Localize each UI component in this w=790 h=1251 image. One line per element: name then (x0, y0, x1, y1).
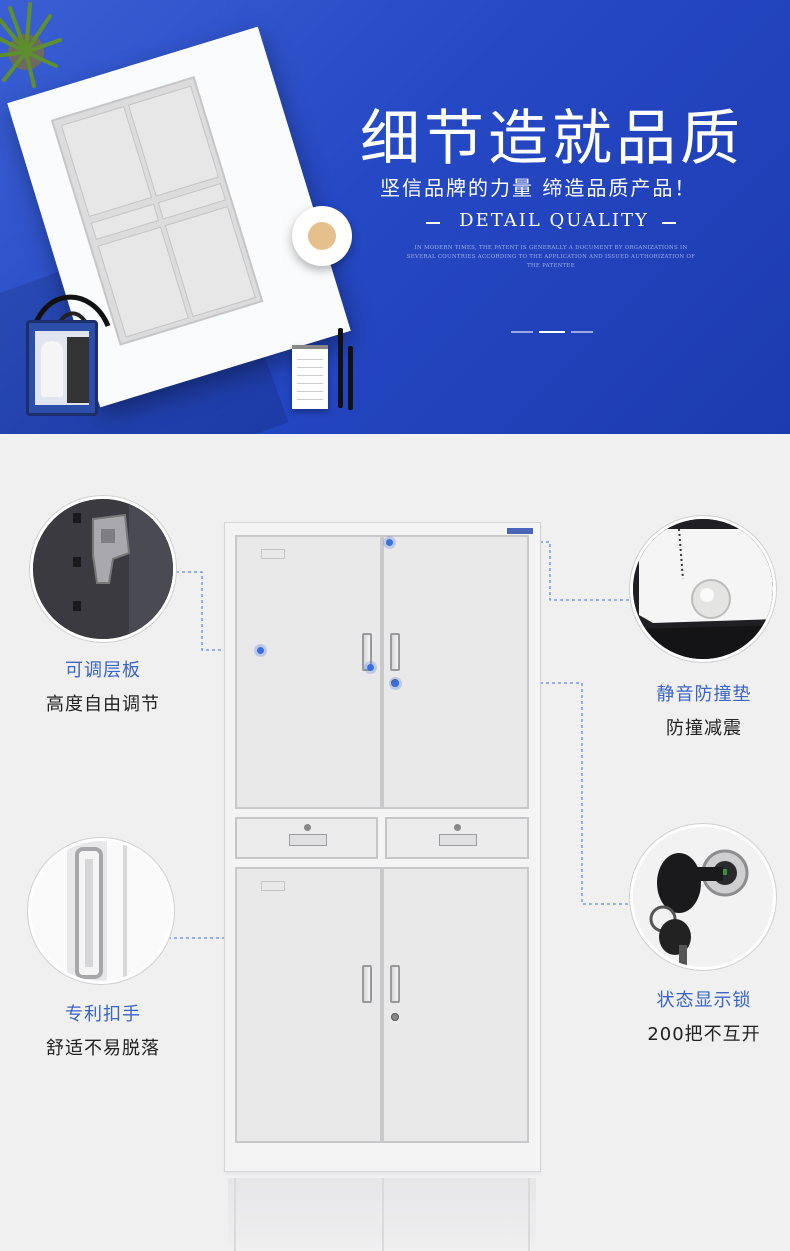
banner-title: 细节造就品质 (360, 104, 744, 174)
callout-dot (386, 539, 393, 546)
product-detail-section: 可调层板 高度自由调节 专利扣手 舒适不易脱落 静音防撞垫 防撞减震 (0, 434, 790, 1251)
pen-icon (338, 328, 343, 408)
pen-icon (348, 346, 353, 410)
cabinet-door (382, 535, 529, 809)
plant-icon (0, 2, 62, 88)
door-handle (390, 965, 400, 1003)
notepad-icon (292, 345, 328, 409)
callout-dot (257, 647, 264, 654)
recessed-handle-icon (28, 838, 174, 984)
bumper-pad-icon (630, 516, 776, 662)
feature-caption: 专利扣手 舒适不易脱落 (23, 1000, 183, 1060)
id-badge-icon (26, 320, 98, 416)
banner-english-title: DETAIL QUALITY (459, 210, 649, 231)
feature-caption: 可调层板 高度自由调节 (23, 656, 183, 716)
door-handle (362, 965, 372, 1003)
cabinet-image (224, 522, 541, 1172)
coffee-cup-icon (292, 206, 352, 266)
cabinet-drawer (235, 817, 378, 859)
cabinet-drawer (385, 817, 529, 859)
feature-title: 静音防撞垫 (656, 684, 752, 705)
feature-desc: 200把不互开 (647, 1024, 761, 1045)
cabinet-door (382, 867, 529, 1143)
lock-icon (391, 1013, 399, 1021)
feature-caption: 状态显示锁 200把不互开 (624, 986, 784, 1046)
feature-title: 可调层板 (65, 660, 141, 681)
feature-title: 状态显示锁 (656, 990, 752, 1011)
cabinet-door (235, 535, 382, 809)
feature-desc: 舒适不易脱落 (46, 1038, 160, 1059)
divider (662, 222, 676, 224)
adjustable-shelf-clip-icon (30, 496, 176, 642)
key-lock-icon (630, 824, 776, 970)
banner-subtitle: 坚信品牌的力量 缔造品质产品！ (380, 176, 697, 200)
door-handle (390, 633, 400, 671)
detail-banner: 细节造就品质 坚信品牌的力量 缔造品质产品！ DETAIL QUALITY IN… (0, 0, 790, 434)
callout-dot (392, 680, 399, 687)
feature-desc: 防撞减震 (666, 718, 742, 739)
door-handle (362, 633, 372, 671)
cabinet-door (235, 867, 382, 1143)
banner-fine-print: IN MODERN TIMES, THE PATENT IS GENERALLY… (406, 245, 696, 269)
feature-caption: 静音防撞垫 防撞减震 (624, 680, 784, 740)
cabinet-reflection (228, 1178, 536, 1251)
feature-title: 专利扣手 (65, 1004, 141, 1025)
callout-dot (367, 664, 374, 671)
slide-indicator (511, 331, 593, 333)
feature-desc: 高度自由调节 (46, 694, 160, 715)
brand-plate (507, 528, 533, 534)
divider (426, 222, 440, 224)
